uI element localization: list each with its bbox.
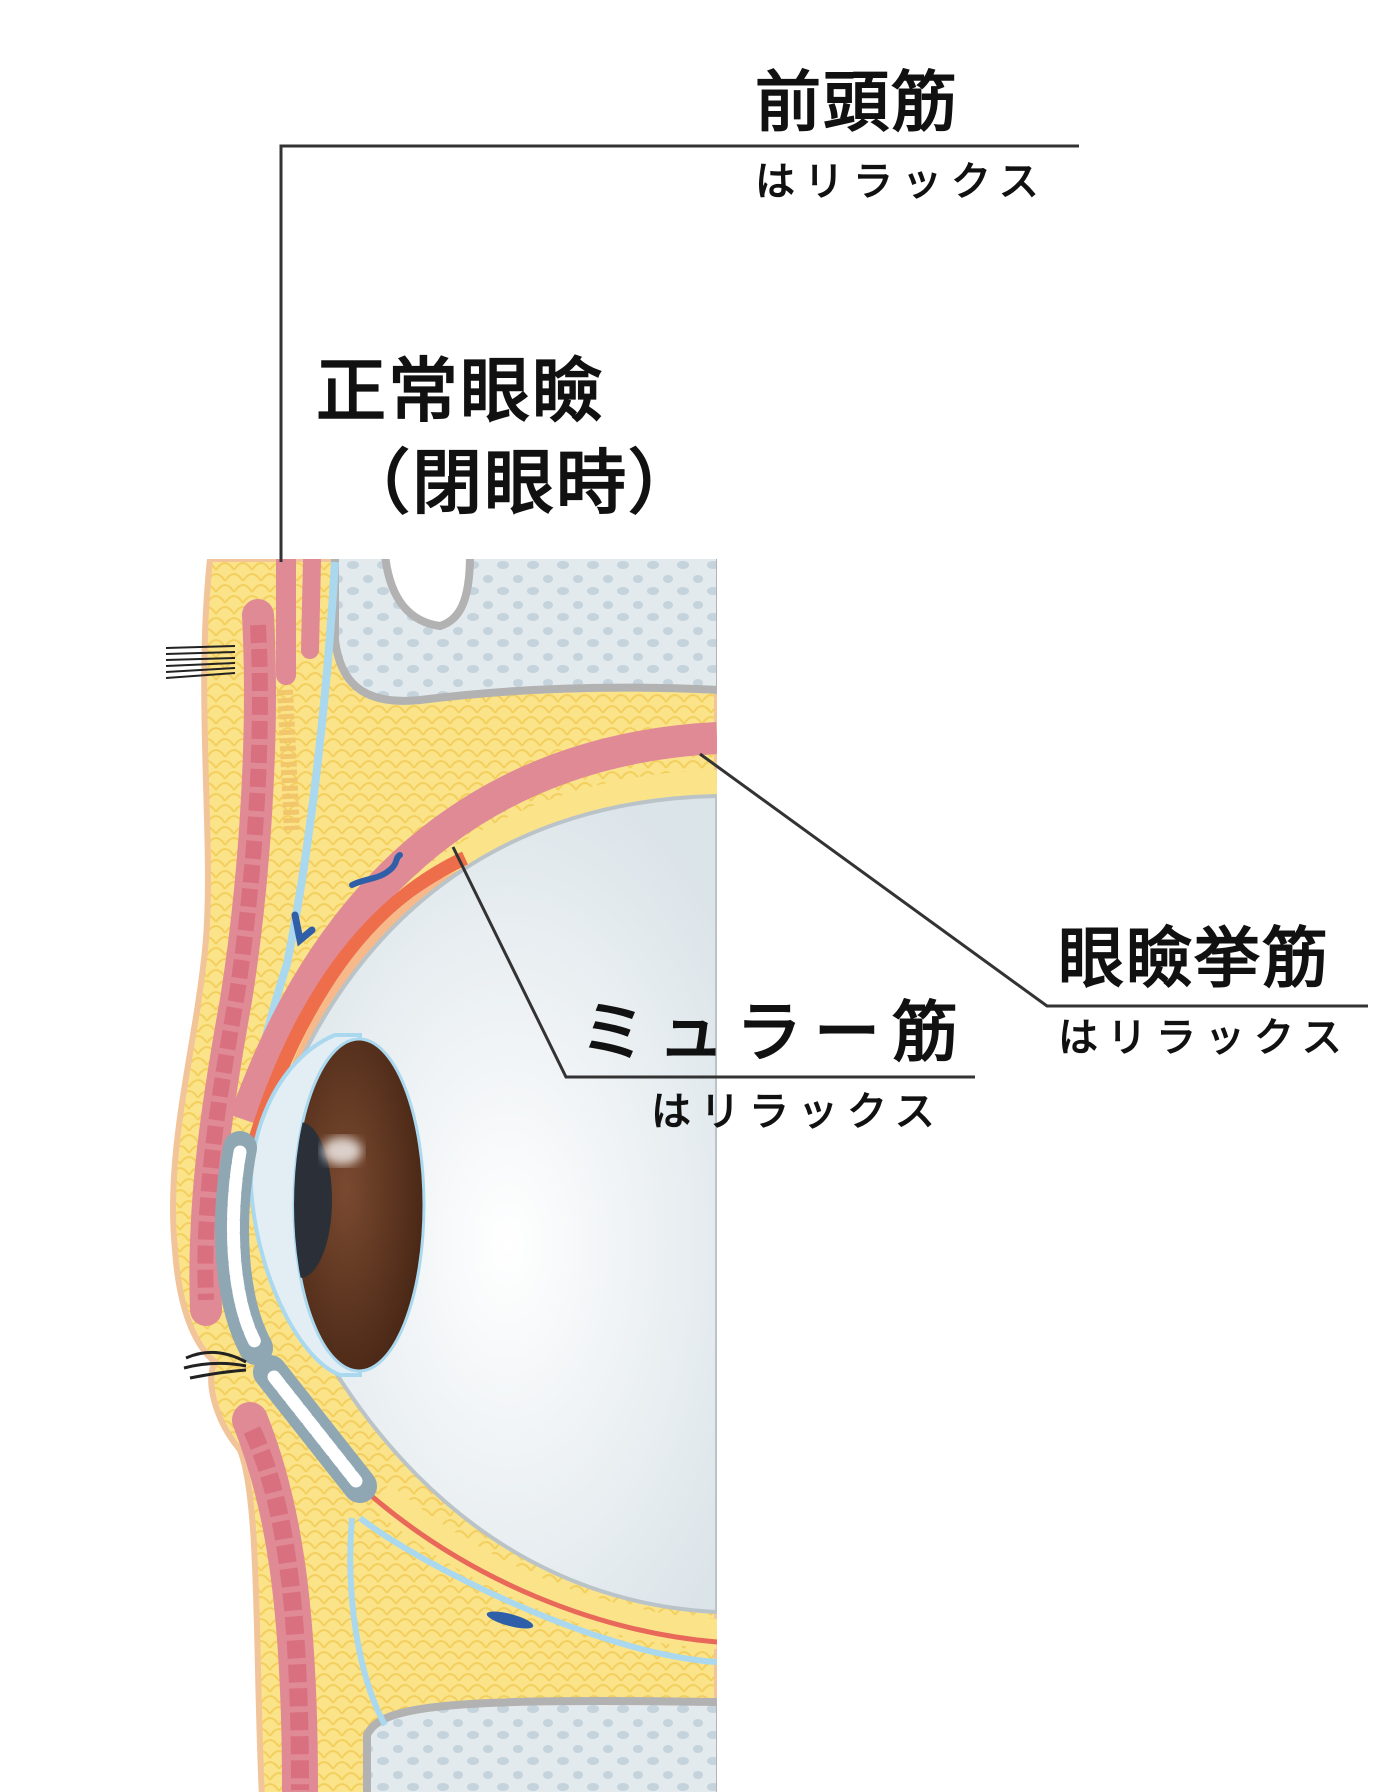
lower-retractor-line [365,1490,717,1645]
orbital-bone-lower [363,1696,717,1792]
levator-state: はリラックス [1058,1015,1351,1061]
muller-label: ミュラー筋 [580,994,970,1071]
eye-illustration [166,559,717,1792]
glands [277,689,300,831]
levator-leader-line [699,752,1368,1008]
orbicularis-muscle-lower [232,1402,318,1792]
muller-leader-line [451,846,975,1079]
diagram-title-line1: 正常眼瞼 [316,350,604,432]
lower-eyelashes [183,1350,247,1380]
frontalis-muscle [276,559,321,685]
levator-label: 眼瞼挙筋 [1058,920,1330,997]
frontalis-state: はリラックス [755,159,1048,205]
orbital-bone-upper [331,559,717,705]
vessel-v [291,911,316,947]
pupil [294,1122,332,1278]
diagram-title-line2: （閉眼時） [340,442,700,524]
yellow-layer-lower [370,1483,717,1649]
blood-vessel-upper [349,852,403,888]
orbital-septum-lower [347,1515,717,1727]
lower-tarsal-plate [253,1355,377,1503]
upper-tarsal-plate [215,1131,273,1365]
leader-lines [279,144,1368,1079]
frontalis-leader-line [279,144,1079,562]
muller-muscle [245,851,468,1153]
levator-muscle [229,722,717,1126]
eye-highlight [322,1137,362,1165]
orbicularis-muscle-upper [189,599,276,1326]
frontalis-label: 前頭筋 [755,64,959,141]
upper-eyelashes [166,645,236,679]
blood-vessel-lower [486,1611,534,1629]
muller-state: はリラックス [651,1089,944,1135]
